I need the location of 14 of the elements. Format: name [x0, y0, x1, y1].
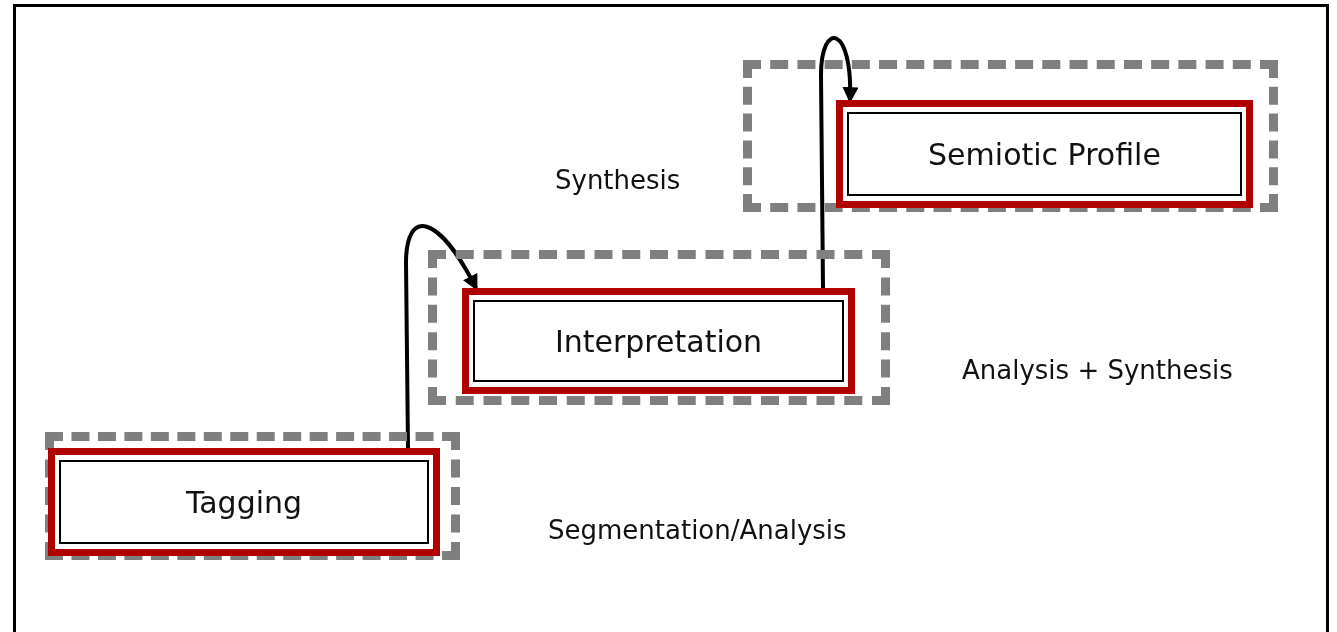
process-box	[462, 288, 855, 394]
dashed-group-box	[743, 60, 1278, 212]
step-label: Tagging	[185, 484, 303, 520]
step-label: Semiotic Profile	[928, 136, 1161, 172]
process-box	[48, 448, 440, 556]
dashed-group-box	[428, 250, 890, 405]
process-box	[836, 100, 1253, 208]
phase-label: Synthesis	[555, 165, 681, 195]
phase-label: Analysis + Synthesis	[962, 355, 1233, 385]
curved-arrow	[404, 224, 478, 449]
dashed-group-box	[45, 432, 460, 560]
curved-arrow	[819, 36, 859, 288]
phase-label: Segmentation/Analysis	[548, 515, 847, 545]
step-label: Interpretation	[554, 323, 763, 359]
